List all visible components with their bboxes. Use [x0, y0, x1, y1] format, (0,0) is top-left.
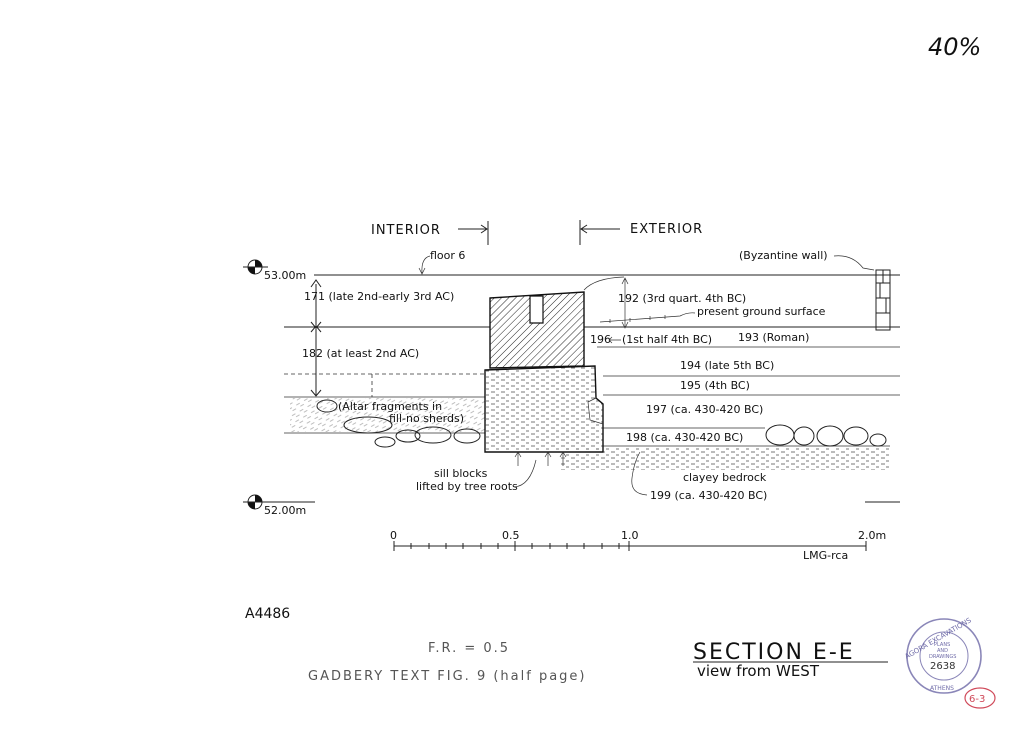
page-ref: 6-3	[969, 694, 985, 705]
section-subtitle: view from WEST	[697, 662, 820, 680]
byzantine-wall	[875, 269, 891, 331]
drawing-number: A4486	[245, 606, 290, 622]
stamp-inner-line2: AND	[937, 648, 948, 654]
altar-fragments-line2: fill-no sherds)	[389, 412, 464, 425]
layer-195-label: 195 (4th BC)	[680, 379, 750, 392]
scale-note: F.R. = 0.5	[428, 641, 510, 656]
scale-tick-05: 0.5	[502, 529, 520, 542]
stamp-inner-line3: DRAWINGS	[929, 654, 956, 660]
clayey-bedrock-label: clayey bedrock	[683, 471, 767, 484]
fill-stones	[290, 398, 887, 448]
altar-fragments-line1: (Altar fragments in	[338, 400, 442, 413]
exterior-label: EXTERIOR	[630, 222, 703, 237]
sill-blocks-line2: lifted by tree roots	[416, 480, 518, 493]
figure-note: GADBERY TEXT FIG. 9 (half page)	[308, 669, 586, 684]
page-ref-circle	[964, 687, 996, 709]
archive-stamp	[906, 618, 982, 694]
sill-blocks-pointer	[513, 459, 537, 488]
layer-196-date: (1st half 4th BC)	[622, 333, 712, 346]
corner-note: 40%	[928, 33, 981, 61]
bedrock-band	[560, 448, 890, 470]
section-title: SECTION E-E	[693, 640, 855, 665]
stamp-number: 2638	[930, 661, 955, 672]
datum-marker-top	[243, 259, 268, 275]
root-arrows	[514, 451, 567, 466]
datum-marker-bottom	[243, 494, 315, 510]
layer-192-arrow	[621, 277, 629, 329]
layer-199-pointer	[631, 451, 648, 496]
stamp-inner-line1: PLANS	[934, 642, 950, 648]
layer-198-label: 198 (ca. 430-420 BC)	[626, 431, 743, 444]
layer-194-label: 194 (late 5th BC)	[680, 359, 774, 372]
strata-lines	[284, 274, 900, 447]
byzantine-wall-label: (Byzantine wall)	[739, 249, 828, 262]
layer-171-label: 171 (late 2nd-early 3rd AC)	[304, 290, 454, 303]
floor-label: floor 6	[430, 249, 465, 262]
scale-tick-1: 1.0	[621, 529, 639, 542]
floor-pointer	[418, 255, 431, 275]
byzantine-pointer	[833, 255, 875, 271]
scale-tick-2: 2.0m	[858, 529, 886, 542]
scale-tick-0: 0	[390, 529, 397, 542]
layer-199-label: 199 (ca. 430-420 BC)	[650, 489, 767, 502]
layer-182-label: 182 (at least 2nd AC)	[302, 347, 419, 360]
datum-bottom-label: 52.00m	[264, 504, 306, 517]
present-surface-label: present ground surface	[697, 305, 826, 318]
scale-bar	[393, 541, 867, 551]
layer-196-number: 196	[590, 333, 611, 346]
lower-foundation-block	[484, 365, 604, 453]
present-surface-line	[599, 312, 696, 323]
interior-label: INTERIOR	[371, 223, 441, 238]
layer-197-label: 197 (ca. 430-420 BC)	[646, 403, 763, 416]
exterior-arrow	[579, 220, 620, 245]
layer-193-label: 193 (Roman)	[738, 331, 809, 344]
sill-blocks-line1: sill blocks	[434, 467, 488, 480]
foundation-step	[587, 397, 604, 425]
layer-192-label: 192 (3rd quart. 4th BC)	[618, 292, 746, 305]
stamp-bottom-text: ATHENS	[930, 685, 954, 692]
layer-196-arrow	[608, 336, 621, 344]
block-notch	[529, 295, 544, 324]
interior-arrow	[458, 221, 489, 245]
drafter-label: LMG-rca	[803, 549, 848, 562]
datum-top-label: 53.00m	[264, 269, 306, 282]
